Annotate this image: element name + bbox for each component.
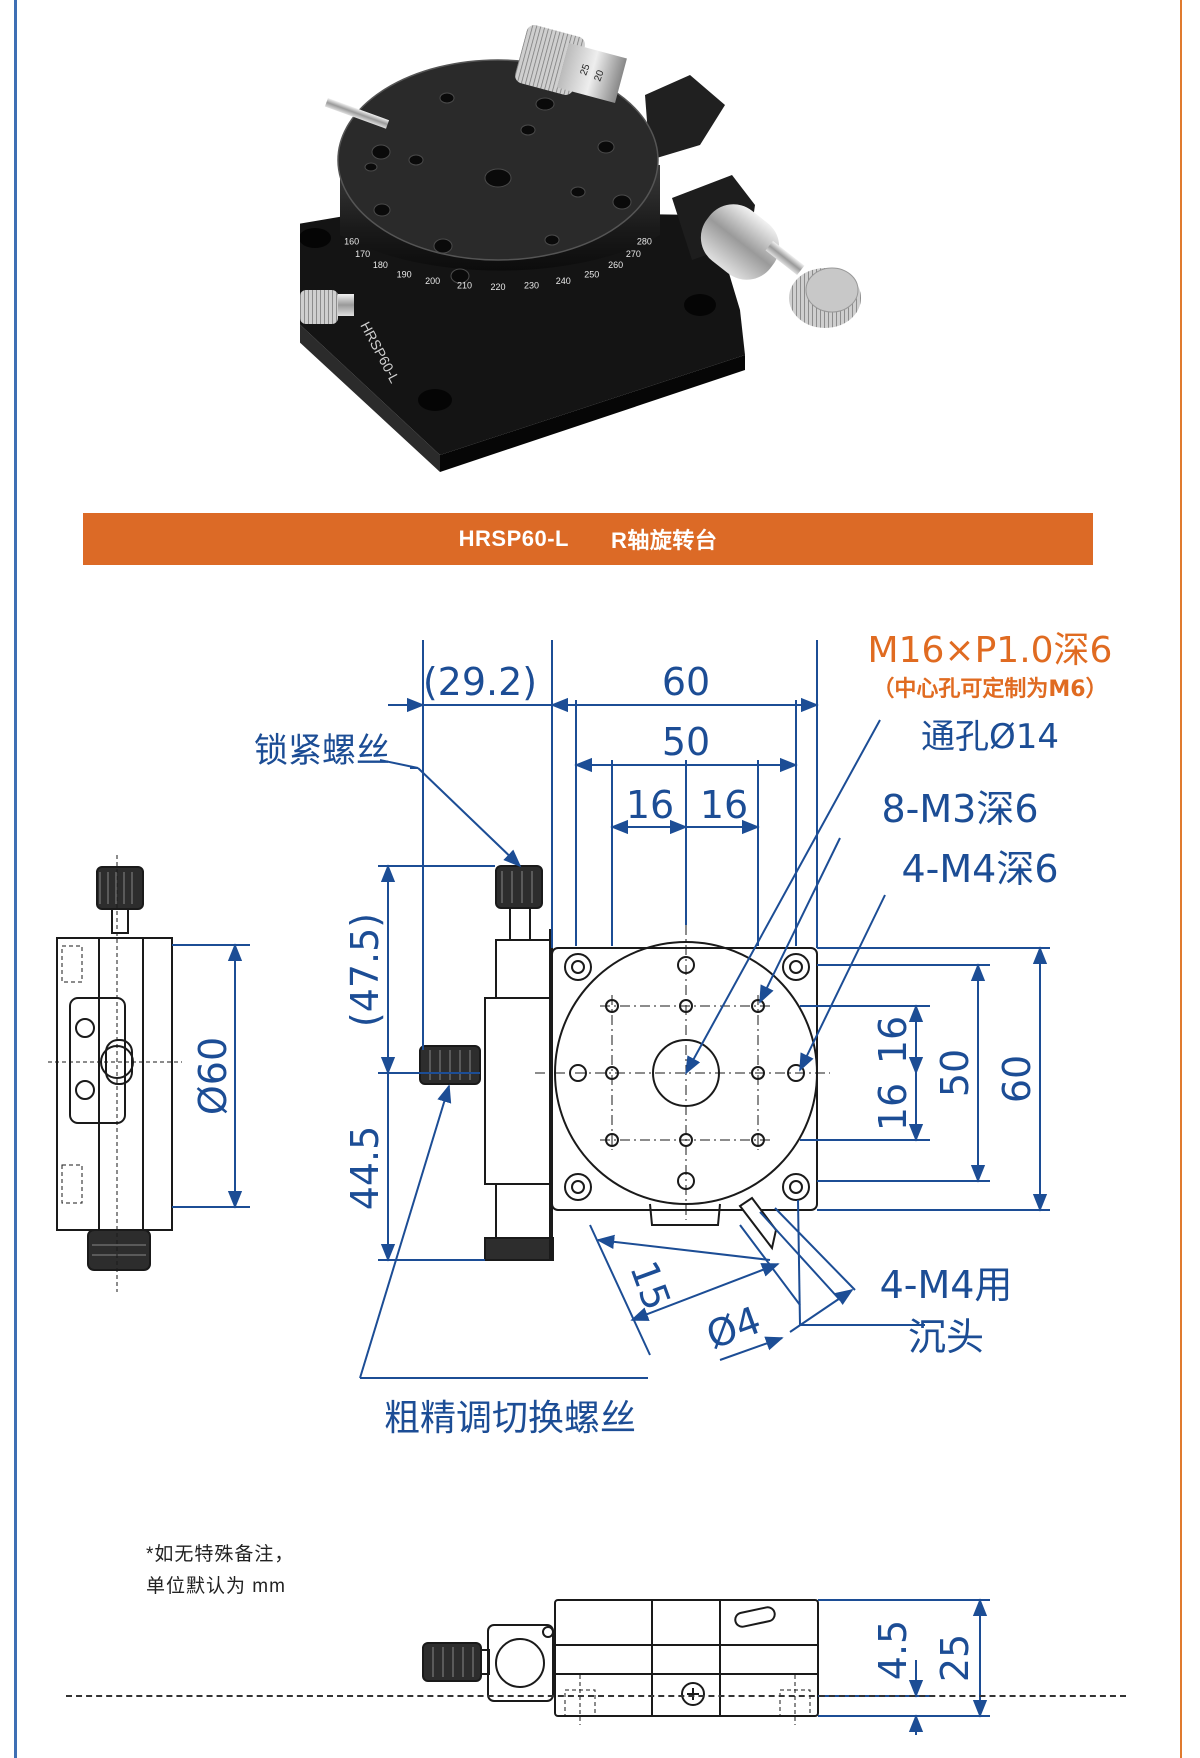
product-banner: HRSP60-L R轴旋转台 xyxy=(83,513,1093,565)
callout-m4: 4-M4深6 xyxy=(901,847,1058,891)
callout-m16: M16×P1.0深6 xyxy=(868,630,1113,671)
svg-text:25: 25 xyxy=(578,62,592,77)
side-view-left xyxy=(56,866,173,1271)
dial-scale-label: 210 xyxy=(457,281,472,291)
callout-m4-counter-1: 4-M4用 xyxy=(880,1263,1013,1307)
dial-scale-label: 240 xyxy=(556,276,571,286)
callout-m4-counter-2: 沉头 xyxy=(908,1315,984,1359)
dial-scale-label: 280 xyxy=(637,237,652,247)
lock-knob xyxy=(300,290,338,324)
dial-scale-label: 230 xyxy=(524,281,539,291)
callout-adjust-screw: 粗精调切换螺丝 xyxy=(384,1398,636,1439)
dim-height-44: 44.5 xyxy=(343,1126,387,1211)
dim-right-16b: 16 xyxy=(871,1083,915,1131)
technical-drawing: Ø60 xyxy=(48,630,1113,1735)
dim-lever-d4: Ø4 xyxy=(701,1298,767,1358)
dim-height-47: (47.5) xyxy=(343,913,387,1027)
callout-through-hole: 通孔Ø14 xyxy=(921,717,1059,757)
dim-lever-15: 15 xyxy=(621,1255,679,1315)
banner-model: HRSP60-L xyxy=(458,526,569,551)
dial-scale-label: 250 xyxy=(584,269,599,279)
dial-scale-label: 260 xyxy=(608,260,623,270)
dim-space-16b: 16 xyxy=(700,783,748,827)
dial-scale-label: 270 xyxy=(626,249,641,259)
dial-scale-label: 220 xyxy=(490,282,505,292)
dim-right-60: 60 xyxy=(995,1055,1039,1103)
dial-scale-label: 180 xyxy=(373,260,388,270)
dial-scale-label: 170 xyxy=(355,249,370,259)
dim-width-50: 50 xyxy=(662,720,710,764)
dim-front-45: 4.5 xyxy=(871,1620,915,1680)
dim-front-25: 25 xyxy=(933,1634,977,1682)
callout-m16-note: （中心孔可定制为M6） xyxy=(872,676,1107,702)
banner-title: R轴旋转台 xyxy=(610,528,718,553)
callout-lock-screw: 锁紧螺丝 xyxy=(254,731,390,771)
note-line-1: *如无特殊备注， xyxy=(146,1544,295,1565)
dim-ext-29: (29.2) xyxy=(423,660,537,704)
left-edge-line xyxy=(14,0,17,1758)
dial-scale-label: 200 xyxy=(425,276,440,286)
right-edge-line xyxy=(1180,0,1182,1758)
dim-right-16a: 16 xyxy=(871,1016,915,1064)
callout-m3: 8-M3深6 xyxy=(881,787,1038,831)
base-plate xyxy=(300,210,745,455)
dim-width-60: 60 xyxy=(662,660,710,704)
micrometer: 25 20 xyxy=(515,25,627,103)
dim-right-50: 50 xyxy=(933,1049,977,1097)
dial-scale-label: 160 xyxy=(344,237,359,247)
note-line-2: 单位默认为 mm xyxy=(146,1576,286,1597)
svg-text:20: 20 xyxy=(592,68,606,83)
dashed-separator xyxy=(66,1695,1126,1697)
dim-space-16a: 16 xyxy=(626,783,674,827)
dim-side-d60: Ø60 xyxy=(191,1037,235,1115)
front-view xyxy=(422,1599,819,1717)
dial-scale-label: 190 xyxy=(397,269,412,279)
